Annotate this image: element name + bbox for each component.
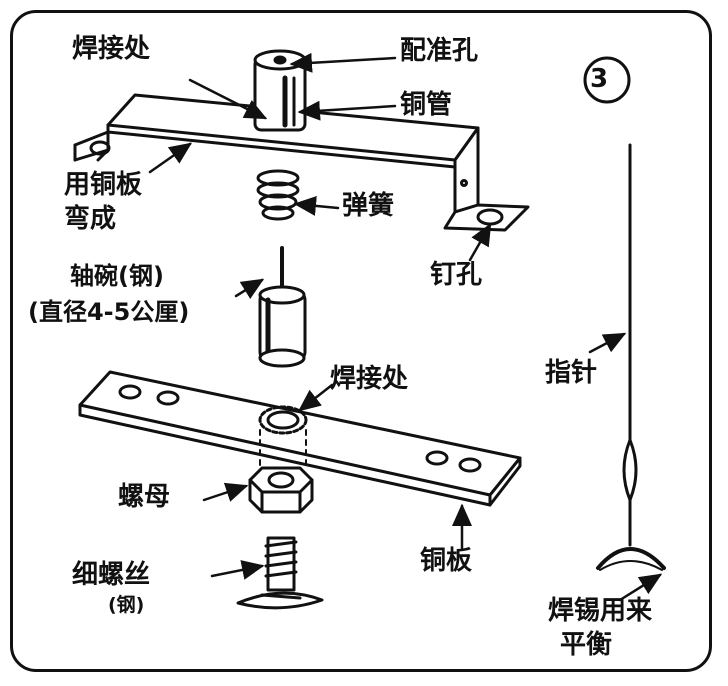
figure-number-badge [583, 56, 631, 104]
label-spring: 弹簧 [342, 191, 395, 221]
bent-bracket [73, 93, 530, 232]
label-copper-plate: 铜板 [420, 546, 473, 576]
label-solder-joint-top: 焊接处 [72, 34, 151, 64]
alignment-dashes [259, 429, 307, 471]
label-solder-joint-mid: 焊接处 [330, 364, 409, 394]
label-balance-line2: 平衡 [560, 630, 613, 660]
label-axle-cup-line2: (直径4-5公厘) [28, 298, 190, 326]
label-axle-cup-line1: 轴碗(钢) [70, 262, 164, 290]
label-nail-hole: 钉孔 [430, 260, 483, 290]
fine-screw [236, 536, 324, 610]
label-balance-line1: 焊锡用来 [548, 596, 653, 626]
spring [256, 169, 300, 221]
label-bent-plate-line2: 弯成 [64, 204, 117, 234]
nut [248, 466, 314, 514]
label-fine-screw-line1: 细螺丝 [72, 560, 151, 590]
pointer [596, 143, 666, 571]
axle-cup [258, 246, 307, 368]
label-fine-screw-line2: (钢) [108, 594, 145, 616]
label-pointer: 指针 [545, 358, 598, 388]
label-nut: 螺母 [118, 482, 171, 512]
label-bent-plate-line1: 用铜板 [64, 170, 143, 200]
label-copper-tube: 铜管 [400, 90, 453, 120]
figure-frame [10, 10, 712, 672]
copper-plate [78, 370, 522, 507]
label-matching-hole: 配准孔 [400, 36, 479, 66]
leader-arrows [148, 52, 663, 602]
figure-number: 3 [590, 64, 609, 94]
